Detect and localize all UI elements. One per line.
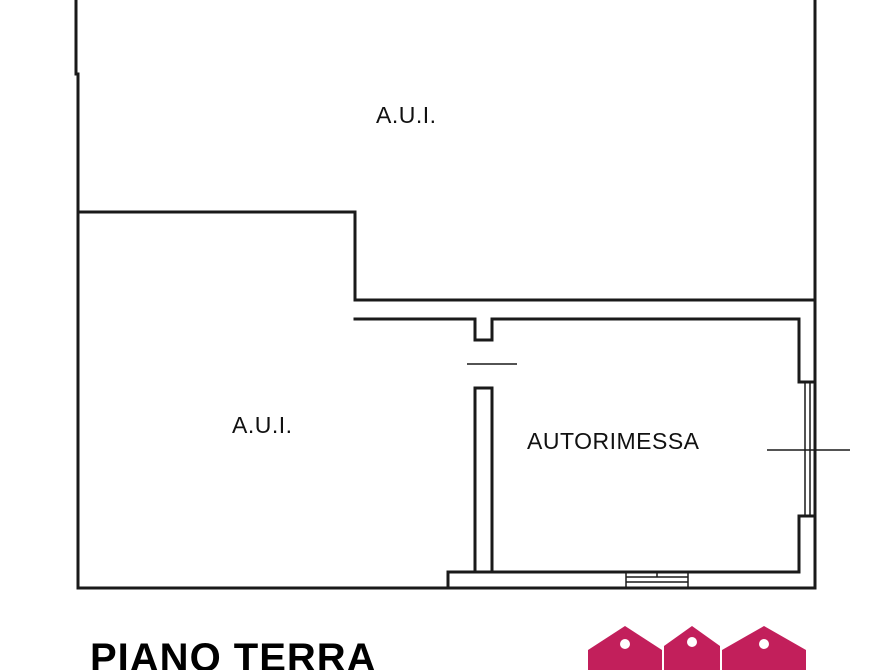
logo-dot-3: [759, 639, 769, 649]
room-label-aui-upper: A.U.I.: [376, 102, 437, 128]
room-label-aui-lower: A.U.I.: [232, 412, 293, 438]
logo-dot-2: [687, 637, 697, 647]
agency-logo: [588, 626, 806, 670]
logo-dot-1: [620, 639, 630, 649]
room-label-garage: AUTORIMESSA: [527, 428, 700, 454]
logo-house-2: [664, 626, 720, 670]
floor-title: PIANO TERRA: [90, 636, 377, 670]
